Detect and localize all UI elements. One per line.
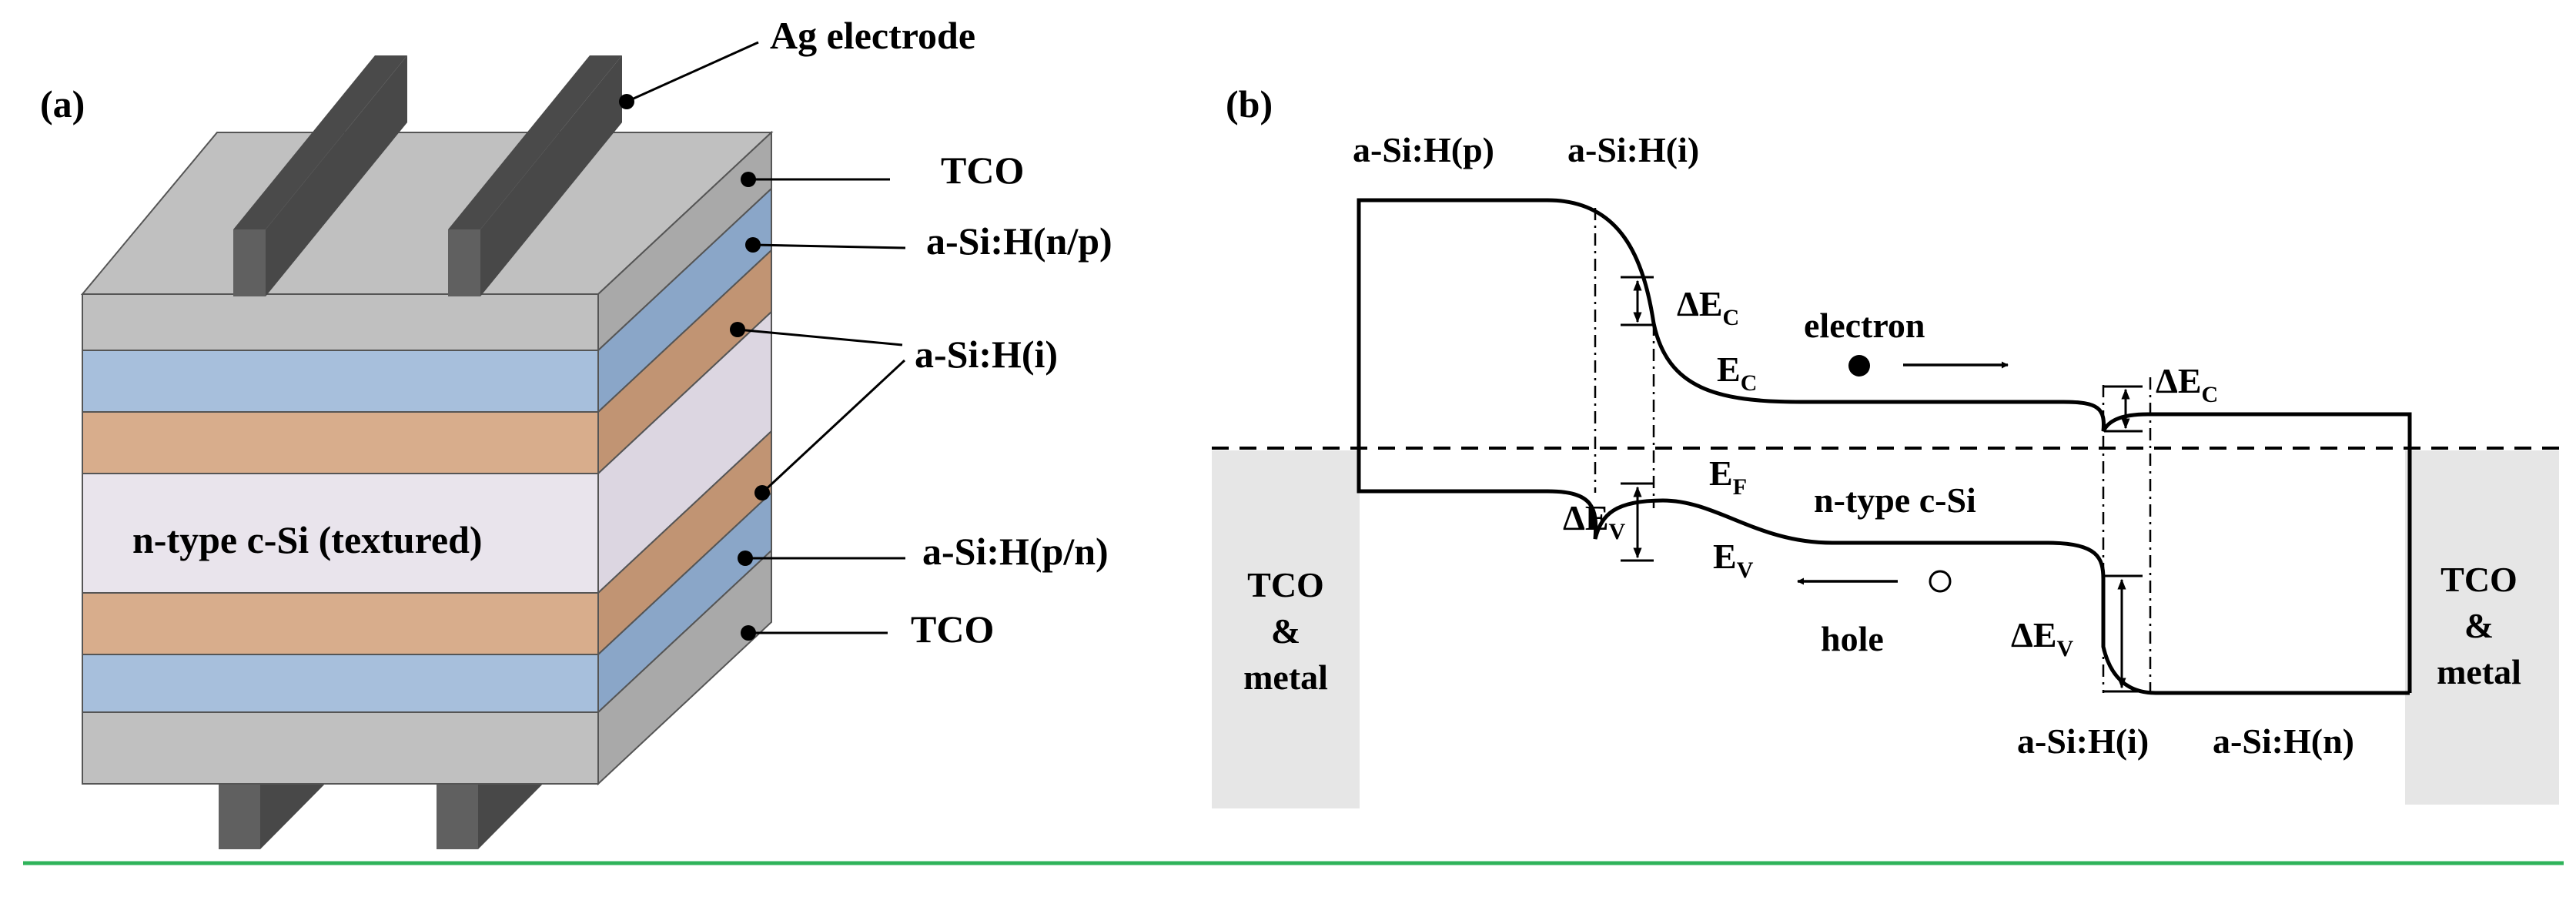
- csi-band-label: n-type c-Si: [1814, 480, 1976, 520]
- asih-np-label: a-Si:H(n/p): [926, 219, 1112, 263]
- asih-i-bottom-layer: [82, 592, 599, 655]
- svg-text:metal: metal: [2437, 652, 2521, 691]
- ev-label: EV: [1713, 537, 1754, 583]
- layer-stack: [80, 130, 774, 786]
- ef-label: EF: [1709, 454, 1747, 500]
- panel-a: (a): [40, 14, 1112, 849]
- panel-a-label: (a): [40, 82, 85, 126]
- left-contact-box: [1212, 450, 1360, 808]
- electron-label: electron: [1804, 306, 1925, 345]
- top-electrode-right: [448, 55, 622, 296]
- electron-dot: [1848, 355, 1870, 377]
- tco-bottom-label: TCO: [911, 607, 994, 651]
- svg-text:&: &: [2464, 606, 2494, 645]
- asih-p-label: a-Si:H(p): [1353, 130, 1494, 169]
- delta-ec-left-label: ΔEC: [1677, 284, 1739, 330]
- ec-label: EC: [1717, 350, 1757, 396]
- asih-np-layer: [82, 350, 599, 413]
- ag-electrode-label: Ag electrode: [770, 14, 975, 57]
- hole-label: hole: [1821, 619, 1884, 658]
- tco-top-label: TCO: [941, 149, 1024, 192]
- asih-n-label: a-Si:H(n): [2213, 721, 2354, 761]
- panel-b: (b): [1212, 82, 2559, 808]
- left-contact-label: TCO & metal: [1243, 565, 1328, 697]
- svg-text:TCO: TCO: [2441, 560, 2517, 599]
- asih-i-right-label: a-Si:H(i): [2017, 721, 2149, 761]
- right-contact-label: TCO & metal: [2437, 560, 2521, 691]
- leader-dots: [619, 94, 770, 641]
- bottom-electrode-right: [437, 770, 557, 849]
- csi-label: n-type c-Si (textured): [132, 518, 483, 561]
- hole-dot: [1929, 570, 1952, 593]
- asih-pn-label: a-Si:H(p/n): [922, 530, 1109, 573]
- tco-top-layer: [82, 293, 599, 351]
- leader-lines: [626, 41, 906, 634]
- delta-ev-left-label: ΔEV: [1563, 498, 1626, 544]
- right-contact-box: [2405, 450, 2559, 805]
- asih-i-label: a-Si:H(i): [915, 333, 1058, 376]
- asih-pn-layer: [82, 654, 599, 713]
- interface-lines: [1594, 208, 2152, 693]
- svg-text:&: &: [1271, 611, 1300, 651]
- band-offset-markers: [1621, 276, 2143, 693]
- tco-bottom-layer: [82, 711, 599, 785]
- asih-i-top-layer: [82, 411, 599, 474]
- bottom-electrode-left: [219, 770, 339, 849]
- top-electrode-left: [233, 55, 407, 296]
- conduction-band-edge: [1357, 198, 2412, 693]
- panel-b-label: (b): [1226, 82, 1273, 126]
- svg-text:TCO: TCO: [1247, 565, 1324, 604]
- delta-ec-right-label: ΔEC: [2156, 361, 2218, 407]
- delta-ev-right-label: ΔEV: [2011, 615, 2074, 661]
- svg-text:metal: metal: [1243, 658, 1328, 697]
- asih-i-left-label: a-Si:H(i): [1567, 130, 1699, 169]
